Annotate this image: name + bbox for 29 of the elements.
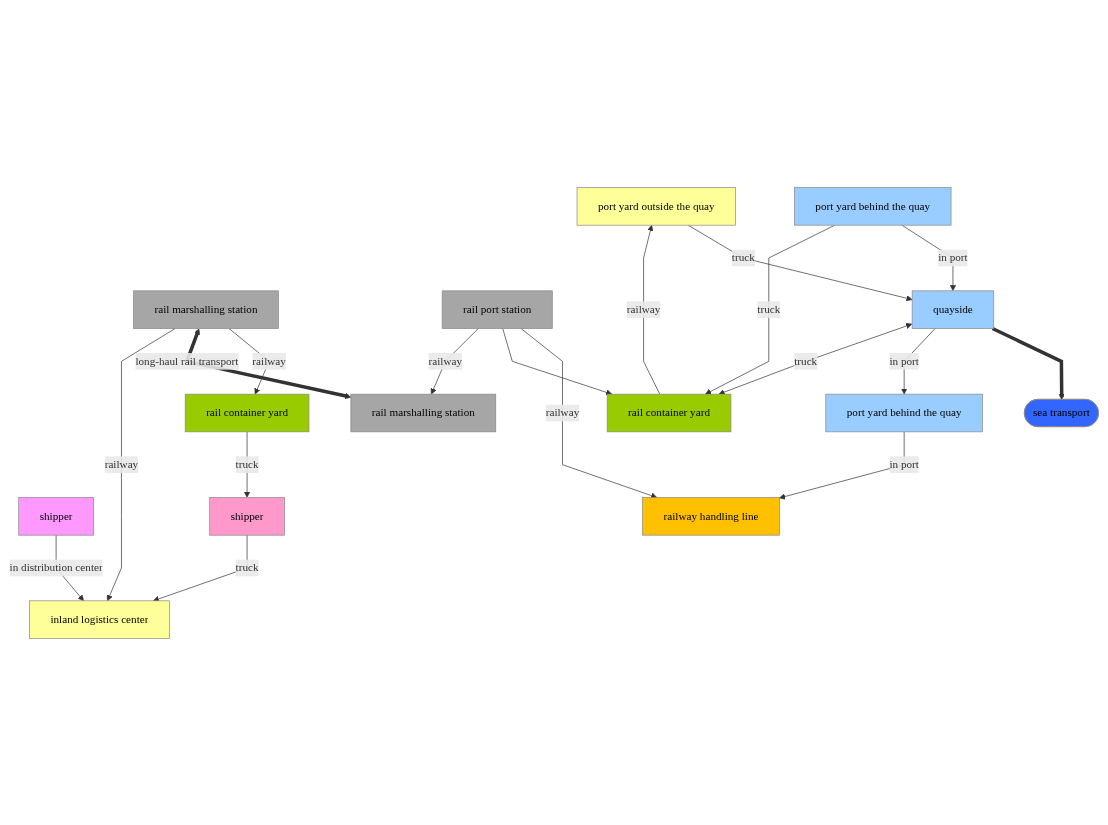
node-box: port yard behind the quay [825, 393, 983, 432]
edge-label: in port [889, 354, 919, 367]
edge-label: in distribution center [9, 561, 103, 574]
node-box: rail marshalling station [133, 289, 279, 329]
node-box: rail container yard [606, 393, 732, 432]
edge-label: long-haul rail transport [135, 354, 239, 367]
node-box: railway handling line [642, 496, 780, 536]
edge-label: railway [252, 354, 286, 367]
arrow [991, 326, 1065, 400]
edge-label: railway [545, 406, 580, 419]
node-box: inland logistics center [29, 599, 170, 639]
node-box: quayside [911, 289, 995, 329]
edge-label: truck [731, 251, 755, 264]
edge-label: truck [235, 457, 259, 470]
edge-label: truck [757, 302, 781, 315]
edge-label: truck [794, 354, 818, 367]
node-box: rail port station [441, 289, 553, 329]
edge-label: in port [938, 251, 968, 264]
node-box: rail marshalling station [350, 393, 497, 432]
node-box: port yard outside the quay [576, 186, 736, 226]
edge-label: railway [626, 302, 661, 315]
node-box: shipper [209, 496, 285, 536]
node-box: port yard behind the quay [794, 186, 952, 226]
node-box: rail container yard [184, 393, 310, 432]
edge-label: railway [104, 457, 139, 470]
edge-label: in port [889, 457, 919, 470]
edge-label: truck [235, 561, 259, 574]
node-box: shipper [18, 496, 94, 536]
edge-label: railway [428, 354, 463, 367]
